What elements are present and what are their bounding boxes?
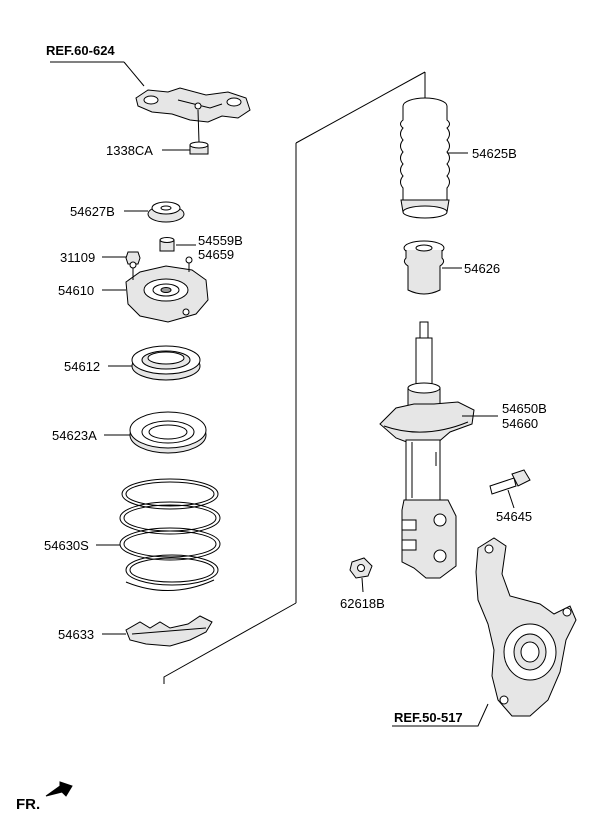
ref-50-517-label: REF.50-517 — [394, 710, 463, 725]
spring-pad-54623a — [129, 411, 207, 454]
lower-spring-pad-54633 — [125, 615, 213, 647]
label-54623a: 54623A — [52, 428, 97, 443]
front-arrow-icon — [45, 781, 73, 797]
bearing-54612 — [131, 345, 201, 381]
nut-1338ca — [189, 141, 209, 155]
label-62618b: 62618B — [340, 596, 385, 611]
front-direction-label: FR. — [16, 796, 40, 813]
ref-60-624-label: REF.60-624 — [46, 43, 115, 58]
upper-mount-bracket — [135, 87, 251, 123]
label-54627b: 54627B — [70, 204, 115, 219]
coil-spring-54630s — [119, 478, 221, 591]
dust-cap-54627b — [147, 201, 185, 223]
label-54612: 54612 — [64, 359, 100, 374]
label-1338ca: 1338CA — [106, 143, 153, 158]
label-54610: 54610 — [58, 283, 94, 298]
label-54630s: 54630S — [44, 538, 89, 553]
steering-knuckle — [475, 537, 577, 717]
strut-mount-54610 — [125, 256, 209, 323]
bolt-54645 — [489, 469, 531, 495]
bump-stopper-54626 — [403, 240, 445, 295]
strut-assembly-54650b — [379, 321, 475, 579]
label-54625b: 54625B — [472, 146, 517, 161]
ref-lower-leader — [392, 703, 489, 727]
label-31109: 31109 — [60, 250, 95, 265]
lock-nut-54559b — [159, 237, 175, 252]
label-54645: 54645 — [496, 509, 532, 524]
dust-boot-54625b — [400, 97, 450, 219]
label-54633: 54633 — [58, 627, 94, 642]
assembly-boundary-lines — [163, 71, 426, 684]
label-54659: 54659 — [198, 247, 234, 262]
nut-31109 — [125, 251, 141, 265]
label-54650b: 54650B — [502, 401, 547, 416]
label-54559b: 54559B — [198, 233, 243, 248]
label-54660: 54660 — [502, 416, 538, 431]
label-54626: 54626 — [464, 261, 500, 276]
nut-62618b — [349, 557, 373, 579]
front-direction-indicator: FR. — [16, 781, 73, 813]
